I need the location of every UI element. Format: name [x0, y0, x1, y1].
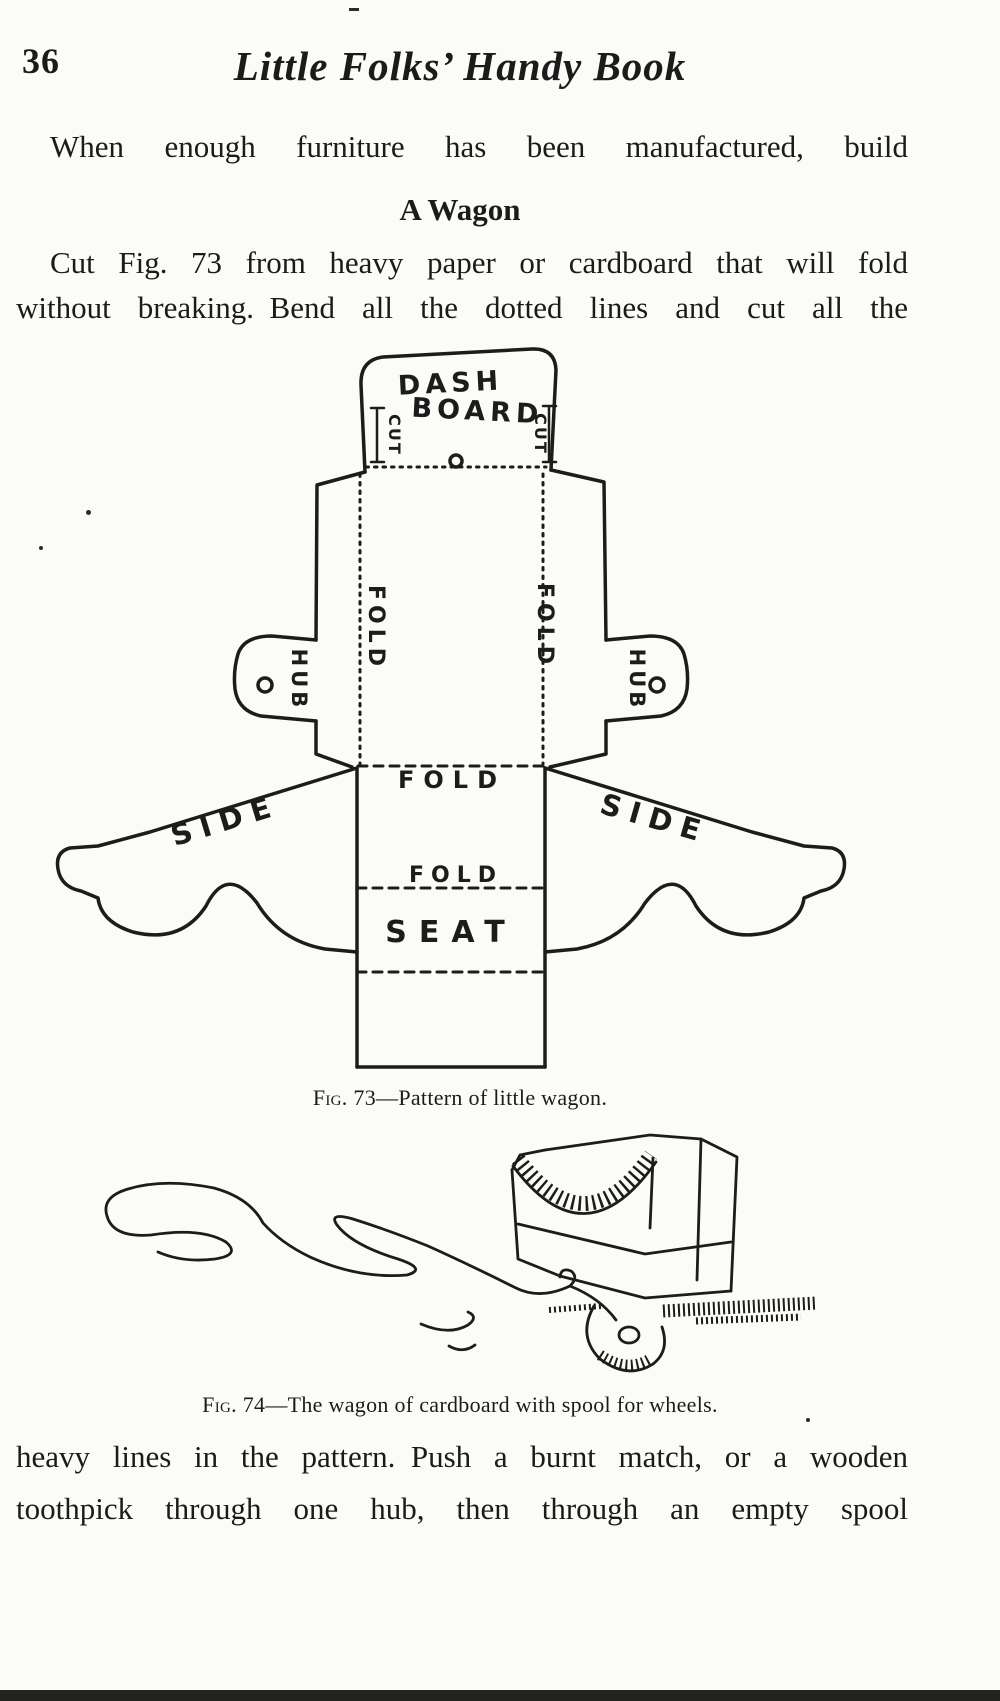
string-loop: [558, 1268, 577, 1288]
dashboard-curve: [511, 1160, 658, 1215]
label-fold-right-vertical: FOLD: [532, 583, 557, 669]
string-scrap-2: [447, 1343, 477, 1352]
scan-edge-band: [0, 1690, 1000, 1701]
label-dash: DASH: [397, 365, 504, 401]
scan-speck: [349, 8, 359, 11]
side-wing-left: [55, 766, 359, 954]
spool-hatch: [596, 1350, 653, 1371]
label-cut-right: CUT: [531, 413, 550, 455]
label-seat: SEAT: [385, 915, 516, 950]
wagon-box-flap: [510, 1148, 547, 1172]
fig73-caption-prefix: Fig. 73: [312, 1085, 377, 1110]
hub-hole-left: [256, 676, 274, 694]
label-side-right: SIDE: [596, 787, 713, 850]
wagon-pattern-outline: [55, 347, 847, 1069]
side-wing-right: [543, 766, 847, 954]
paragraph-line-1: Cut Fig. 73 from heavy paper or cardboar…: [50, 245, 908, 280]
scan-speck: [86, 510, 91, 515]
book-title: Little Folks’ Handy Book: [233, 43, 687, 89]
wagon-sketch-lines: [104, 1133, 739, 1373]
hatching: [511, 1150, 818, 1371]
label-fold-seat: FOLD: [409, 863, 503, 888]
section-heading: A Wagon: [399, 192, 521, 227]
spool-wheel-outline: [585, 1304, 666, 1373]
ground-shadow-1: [662, 1296, 818, 1318]
hub-tab-right: [604, 634, 690, 723]
ground-shadow-3: [548, 1303, 602, 1313]
wagon-box-seam: [516, 1222, 733, 1256]
scan-speck: [806, 1418, 810, 1422]
label-hub-right: HUB: [625, 649, 649, 712]
fig73-caption: Fig. 73—Pattern of little wagon.: [0, 1085, 920, 1111]
cut-bracket-left: [369, 406, 386, 464]
label-hub-left: HUB: [287, 649, 311, 712]
body-right-edge: [549, 468, 608, 642]
cut-bracket-right: [541, 404, 558, 464]
label-side-left: SIDE: [167, 788, 284, 853]
body-left-edge: [314, 470, 367, 642]
dashboard-hole: [448, 453, 464, 469]
fig73-diagram: DASH BOARD CUT CUT FOLD FOLD HUB HUB SID…: [55, 347, 847, 1069]
closing-line-2: toothpick through one hub, then through …: [16, 1491, 908, 1526]
dashboard-hatch: [511, 1150, 658, 1211]
fig74-caption-text: —The wagon of cardboard with spool for w…: [265, 1392, 718, 1417]
pull-string: [104, 1181, 572, 1295]
dashed-fold-lines: [355, 764, 547, 974]
fig74-caption: Fig. 74—The wagon of cardboard with spoo…: [0, 1392, 920, 1418]
page-number: 36: [22, 41, 60, 81]
label-fold-middle: FOLD: [398, 766, 506, 794]
spool-hub: [617, 1325, 641, 1345]
label-board: BOARD: [411, 393, 544, 431]
label-fold-left-vertical: FOLD: [363, 585, 388, 671]
intro-line: When enough furniture has been manufactu…: [50, 129, 908, 164]
scan-speck: [39, 546, 43, 550]
label-cut-left: CUT: [385, 414, 404, 456]
ground-shadow-2: [695, 1313, 802, 1325]
dotted-fold-lines: [358, 465, 548, 766]
cut-brackets: [369, 404, 558, 464]
paragraph-line-2: without breaking. Bend all the dotted li…: [16, 290, 908, 325]
hub-tab-left: [232, 634, 318, 723]
hub-hole-right: [648, 676, 666, 694]
string-to-axle: [568, 1284, 618, 1322]
fig74-illustration: [104, 1133, 818, 1373]
fig73-caption-text: —Pattern of little wagon.: [376, 1085, 608, 1110]
string-scrap-1: [419, 1310, 475, 1332]
fig74-caption-prefix: Fig. 74: [202, 1392, 266, 1417]
dashboard-flap: [359, 347, 558, 474]
closing-line-1: heavy lines in the pattern. Push a burnt…: [16, 1439, 908, 1474]
